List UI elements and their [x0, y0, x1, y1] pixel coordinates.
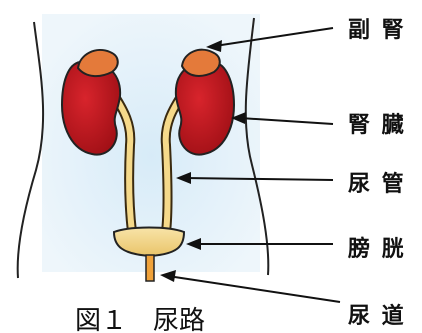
pointer-urethra [160, 270, 340, 302]
urethra [146, 255, 154, 281]
body-outline-left [18, 22, 43, 278]
figure-caption: 図１ 尿路 [75, 300, 205, 333]
label-urethra: 尿 道 [348, 298, 406, 330]
label-ureter: 尿 管 [348, 166, 406, 198]
label-kidney: 腎 臓 [348, 107, 406, 139]
label-adrenal: 副 腎 [348, 12, 406, 44]
label-bladder: 膀 胱 [348, 231, 406, 263]
